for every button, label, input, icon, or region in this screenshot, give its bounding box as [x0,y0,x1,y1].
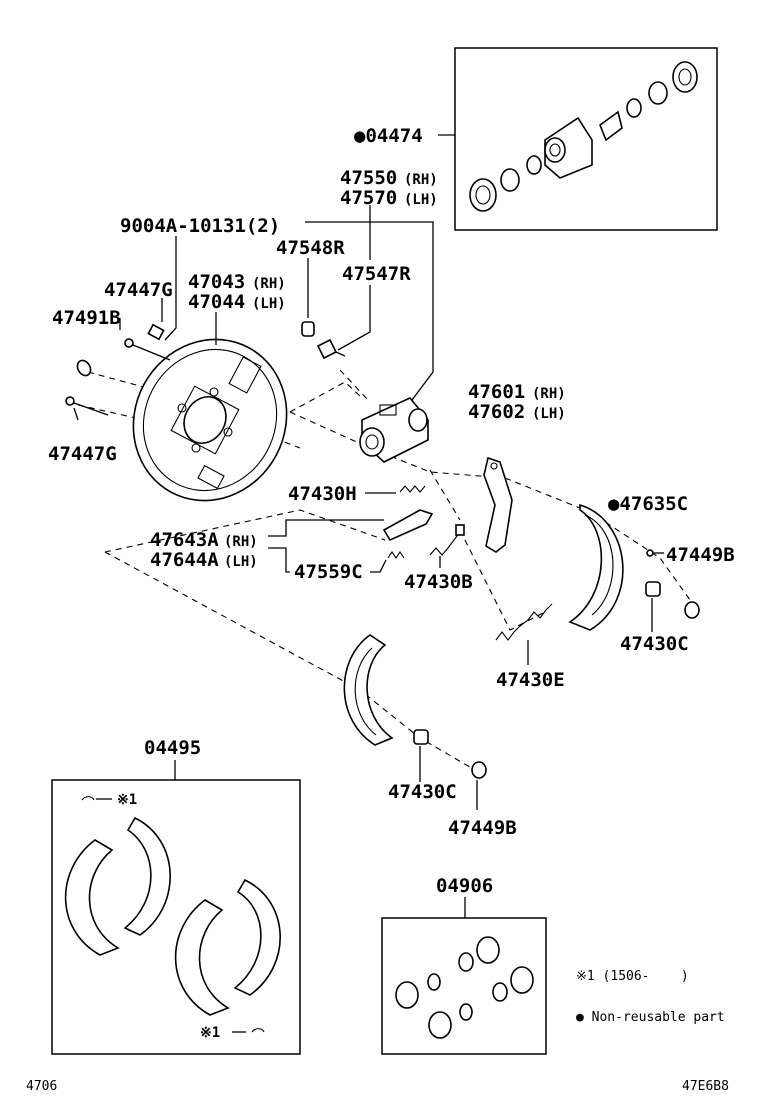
shoe-kit-box [51,779,301,1055]
bleeder-47547r [316,338,346,360]
spring-47559c [387,551,405,559]
label-47570-side: (LH) [404,192,438,208]
label-04906: 04906 [436,875,493,897]
label-47548r: 47548R [276,237,345,259]
label-47601: 47601 [468,381,525,403]
label-note1-top: ※1 [117,792,137,808]
strut-47643a [382,509,434,542]
spring-47430h [399,485,426,493]
spring-47430b [429,524,465,556]
label-47449b-bottom: 47449B [448,817,517,839]
label-47547r: 47547R [342,263,411,285]
label-47430b: 47430B [404,571,473,593]
brake-shoe-left [343,634,394,746]
wheel-cylinder-exploded [469,61,698,212]
label-47447g-bottom: 47447G [48,443,117,465]
footer-right-code: 47E6B8 [682,1079,729,1094]
spring-47430e [495,603,553,641]
label-47559c: 47559C [294,561,363,583]
label-47043: 47043 [188,271,245,293]
spring-47430c-right [645,581,661,597]
leader-lines [73,134,664,1033]
label-47570: 47570 [340,187,397,209]
wheel-cylinder-47550 [359,397,429,463]
label-note1-bottom: ※1 [200,1025,220,1041]
label-47635c: ●47635C [608,493,688,515]
cup-kit-contents [395,936,534,1039]
label-47491b: 47491B [52,307,121,329]
wheel-cylinder-kit-box [454,47,718,231]
label-9004a-10131: 9004A-10131(2) [120,215,280,237]
plug-47491b [76,359,92,377]
label-04474: ●04474 [354,125,423,147]
label-47044: 47044 [188,291,245,313]
label-47430c-right: 47430C [620,633,689,655]
label-47602-side: (LH) [532,406,566,422]
brake-shoe-right [568,503,624,631]
label-47430h: 47430H [288,483,357,505]
bolt-top [124,323,171,361]
label-47447g-top: 47447G [104,279,173,301]
parking-lever-47601 [483,456,513,553]
label-47449b-right: 47449B [666,544,735,566]
legend-nonreusable: ● Non-reusable part [576,1010,725,1025]
footer-left-code: 4706 [26,1079,57,1094]
shoe-kit-contents [64,796,281,1033]
label-47644a: 47644A [150,549,219,571]
bolt-bottom [65,396,109,416]
label-47644a-side: (LH) [224,554,258,570]
label-47430c-bottom: 47430C [388,781,457,803]
cap-47548r [301,321,315,337]
legend-note1: ※1 (1506- ) [576,969,689,984]
clip-47449b-bottom [471,761,487,779]
label-47430e: 47430E [496,669,565,691]
label-47601-side: (RH) [532,386,566,402]
spring-47430c-bottom [413,729,429,745]
label-47044-side: (LH) [252,296,286,312]
clip-47449b-right [684,601,700,619]
washer-47635c [646,549,654,557]
label-47550: 47550 [340,167,397,189]
label-47602: 47602 [468,401,525,423]
label-47643a: 47643A [150,529,219,551]
backing-plate [132,338,288,502]
label-47550-side: (RH) [404,172,438,188]
cup-kit-box [381,917,547,1055]
label-47043-side: (RH) [252,276,286,292]
label-04495: 04495 [144,737,201,759]
label-47643a-side: (RH) [224,534,258,550]
